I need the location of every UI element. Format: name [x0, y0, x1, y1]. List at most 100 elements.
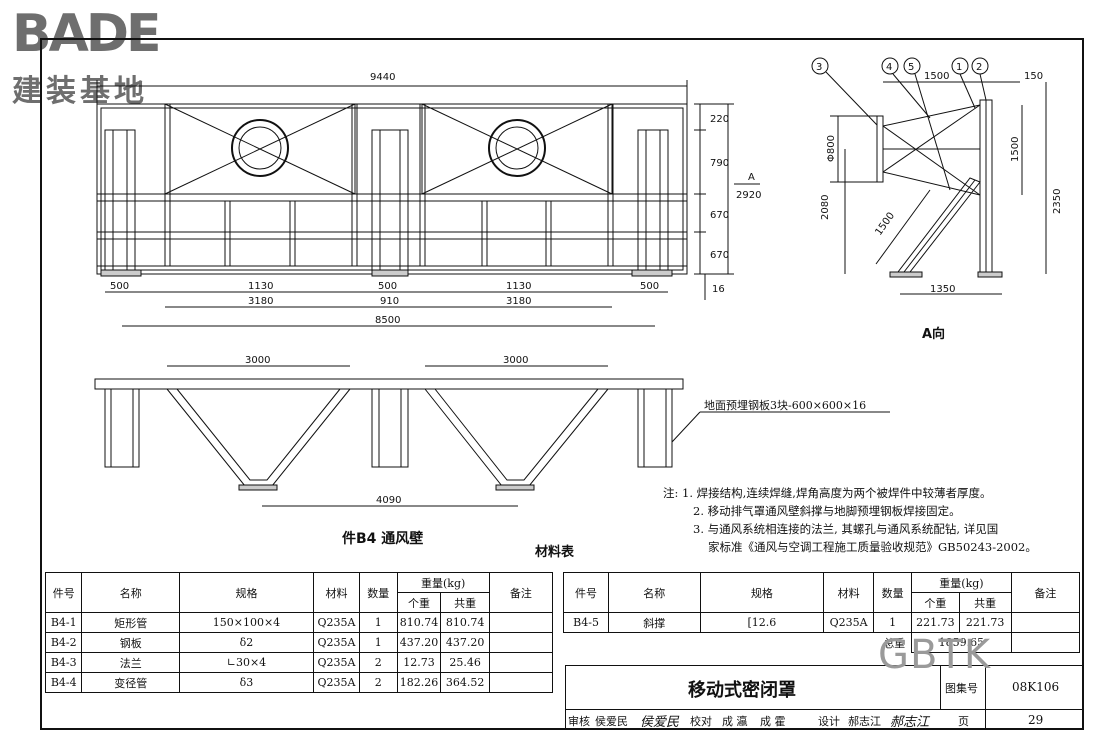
note-2: 2. 移动排气罩通风壁斜撑与地脚预埋钢板焊接固定。 [693, 504, 961, 518]
side-dim-1500-top: 1500 [924, 71, 949, 82]
title-block-divider [565, 709, 1084, 710]
side-dim-2080: 2080 [820, 195, 831, 220]
cell-unit: 221.73 [911, 612, 960, 633]
cell-name: 斜撑 [608, 612, 701, 633]
check-signature: 成 霍 [760, 715, 786, 728]
plan-dim-right: 3000 [503, 355, 528, 366]
total-row: 总重 1859.65 [563, 632, 1081, 653]
atlas-no: 08K106 [1012, 680, 1060, 694]
note-4: 家标准《通风与空调工程施工质量验收规范》GB50243-2002。 [708, 540, 1037, 554]
th-name: 名称 [81, 572, 180, 613]
th-material: 材料 [823, 572, 875, 613]
plan-dim-left: 3000 [245, 355, 270, 366]
cell-total: 810.74 [440, 612, 490, 633]
part-caption: 件B4 通风壁 [342, 531, 424, 547]
callout-4: 4 [886, 62, 892, 73]
table-caption: 材料表 [535, 545, 575, 560]
th-remark: 备注 [488, 572, 554, 613]
design-label: 设计 [818, 715, 840, 728]
cell-unit: 12.73 [396, 652, 442, 673]
review-signature: 侯爱民 [640, 715, 680, 730]
plan-leader-note: 地面预埋钢板3块-600×600×16 [704, 398, 866, 412]
cell-remark [488, 612, 554, 633]
cell-unit: 437.20 [396, 632, 442, 653]
reviewer: 侯爱民 [595, 715, 628, 728]
cell-no: B4-3 [44, 652, 83, 673]
cell-remark [488, 652, 554, 673]
dim-b2-2: 910 [380, 296, 399, 307]
dim-b1-2: 1130 [248, 281, 273, 292]
title-block-vdivider [940, 665, 941, 709]
th-qty: 数量 [359, 572, 398, 613]
th-unit: 个重 [396, 592, 442, 613]
cell-spec: δ2 [178, 632, 314, 653]
dim-right-1: 220 [710, 114, 729, 125]
th-unit: 个重 [911, 592, 960, 613]
cell-material: Q235A [312, 652, 361, 673]
brand-subtitle: 建装基地 [12, 74, 148, 109]
dim-overall: 8500 [375, 315, 400, 326]
cell-material: Q235A [312, 632, 361, 653]
cell-total: 25.46 [440, 652, 490, 673]
side-dim-2350: 2350 [1052, 189, 1063, 214]
atlas-label: 图集号 [945, 682, 978, 695]
side-dim-150: 150 [1024, 71, 1043, 82]
cell-qty: 1 [873, 612, 913, 633]
cell-qty: 2 [359, 652, 398, 673]
review-label: 审核 [568, 715, 590, 728]
side-view [811, 57, 1047, 295]
cell-spec: δ3 [178, 672, 314, 693]
dim-right-3: 670 [710, 210, 729, 221]
cell-no: B4-4 [44, 672, 83, 693]
th-qty: 数量 [873, 572, 913, 613]
design-signature: 郝志江 [890, 715, 930, 730]
th-total: 共重 [440, 592, 490, 613]
plan-dim-bottom: 4090 [376, 495, 401, 506]
side-dim-1500-diag: 1500 [873, 211, 897, 238]
cell-qty: 2 [359, 672, 398, 693]
dim-right-2: 790 [710, 158, 729, 169]
checker: 成 瀛 [722, 715, 748, 728]
dim-b1-3: 500 [378, 281, 397, 292]
callout-2: 2 [976, 62, 982, 73]
cell-name: 法兰 [81, 652, 180, 673]
cell-material: Q235A [312, 672, 361, 693]
th-no: 件号 [562, 572, 610, 613]
th-total: 共重 [958, 592, 1012, 613]
cell-remark [488, 672, 554, 693]
cell-remark [488, 632, 554, 653]
note-3: 3. 与通风系统相连接的法兰, 其螺孔与通风系统配钻, 详见国 [693, 522, 999, 536]
callout-1: 1 [956, 62, 962, 73]
title-block-vdivider-2 [985, 665, 986, 730]
dim-b2-3: 3180 [506, 296, 531, 307]
cell-no: B4-5 [562, 612, 610, 633]
material-table-left: 件号 名称 规格 材料 数量 重量(kg) 备注 个重 共重 B4-1 矩形管 … [44, 572, 554, 693]
cell-name: 变径管 [81, 672, 180, 693]
cell-total: 221.73 [958, 612, 1012, 633]
front-view [96, 80, 760, 327]
page-label: 页 [958, 715, 969, 728]
cell-spec: ∟30×4 [178, 652, 314, 673]
cell-material: Q235A [823, 612, 875, 633]
cell-total: 364.52 [440, 672, 490, 693]
dim-b1-5: 500 [640, 281, 659, 292]
side-dim-dia: Φ800 [826, 135, 837, 162]
total-remark [1010, 632, 1081, 653]
th-spec: 规格 [699, 572, 825, 613]
side-view-caption: A向 [922, 327, 946, 342]
cell-name: 钢板 [81, 632, 180, 653]
title-block [565, 665, 1084, 730]
dim-total-height: 2920 [736, 190, 761, 201]
dim-right-4: 670 [710, 250, 729, 261]
cell-total: 437.20 [440, 632, 490, 653]
cell-material: Q235A [312, 612, 361, 633]
th-spec: 规格 [178, 572, 314, 613]
dim-b1-1: 500 [110, 281, 129, 292]
th-weight: 重量(kg) [911, 572, 1012, 593]
callout-3: 3 [816, 62, 822, 73]
cell-no: B4-2 [44, 632, 83, 653]
drawing-title: 移动式密闭罩 [688, 680, 796, 701]
material-table-right: 件号 名称 规格 材料 数量 重量(kg) 备注 个重 共重 B4-5 斜撑 [… [562, 572, 1081, 653]
total-label: 总重 [563, 632, 913, 653]
